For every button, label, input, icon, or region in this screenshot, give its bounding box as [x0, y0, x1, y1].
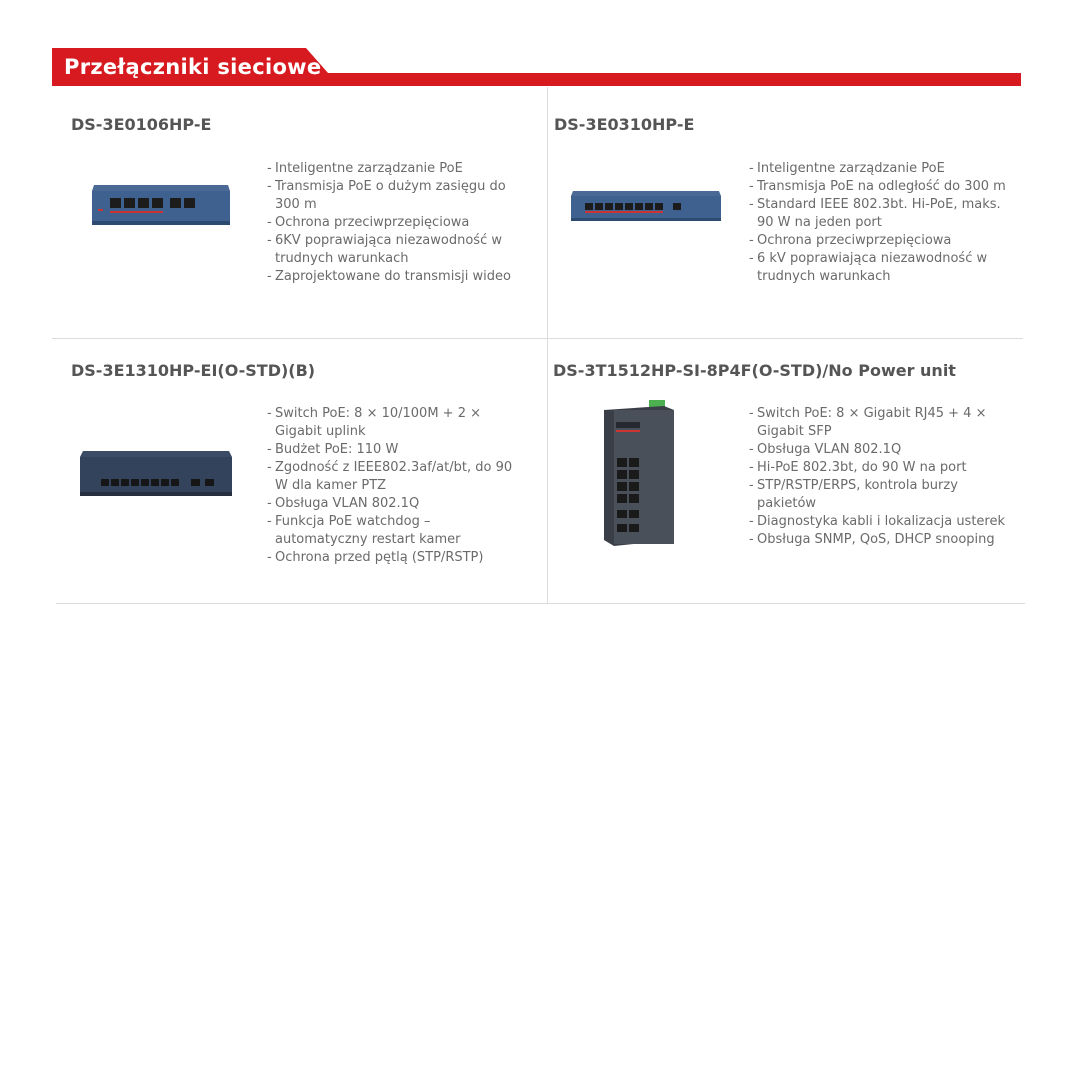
feature-item: Ochrona przeciwprzepięciowa: [267, 214, 522, 232]
feature-item: Zgodność z IEEE802.3af/at/bt, do 90 W dl…: [267, 459, 522, 495]
feature-item: 6KV poprawiająca niezawodność w trudnych…: [267, 232, 522, 268]
feature-item: Transmisja PoE na odległość do 300 m: [749, 178, 1014, 196]
feature-item: Switch PoE: 8 × 10/100M + 2 × Gigabit up…: [267, 405, 522, 441]
section-title: Przełączniki sieciowe: [64, 55, 322, 79]
grid-divider-horizontal: [52, 338, 1023, 339]
network-switch-6port-icon: [90, 183, 232, 234]
network-switch-10port-icon: [569, 189, 723, 230]
feature-item: Funkcja PoE watchdog – automatyczny rest…: [267, 513, 522, 549]
feature-item: Obsługa VLAN 802.1Q: [749, 441, 1014, 459]
industrial-din-rail-switch-icon: [602, 400, 676, 551]
feature-list: Inteligentne zarządzanie PoE Transmisja …: [267, 160, 522, 286]
grid-divider-vertical: [547, 87, 548, 604]
product-model: DS-3E0310HP-E: [554, 115, 695, 134]
feature-item: Zaprojektowane do transmisji wideo: [267, 268, 522, 286]
feature-item: Hi-PoE 802.3bt, do 90 W na port: [749, 459, 1014, 477]
feature-item: Standard IEEE 802.3bt. Hi-PoE, maks. 90 …: [749, 196, 1014, 232]
feature-list: Switch PoE: 8 × Gigabit RJ45 + 4 × Gigab…: [749, 405, 1014, 549]
feature-list: Inteligentne zarządzanie PoE Transmisja …: [749, 160, 1014, 286]
product-model: DS-3T1512HP-SI-8P4F(O-STD)/No Power unit: [553, 361, 956, 380]
feature-item: Diagnostyka kabli i lokalizacja usterek: [749, 513, 1014, 531]
feature-item: Transmisja PoE o dużym zasięgu do 300 m: [267, 178, 522, 214]
product-model: DS-3E1310HP-EI(O-STD)(B): [71, 361, 316, 380]
product-model: DS-3E0106HP-E: [71, 115, 212, 134]
feature-item: Inteligentne zarządzanie PoE: [749, 160, 1014, 178]
grid-divider-bottom: [56, 603, 1025, 604]
feature-item: Ochrona przed pętlą (STP/RSTP): [267, 549, 522, 567]
feature-item: Ochrona przeciwprzepięciowa: [749, 232, 1014, 250]
feature-item: Switch PoE: 8 × Gigabit RJ45 + 4 × Gigab…: [749, 405, 1014, 441]
header-banner-shape: [52, 48, 1021, 86]
feature-item: STP/RSTP/ERPS, kontrola burzy pakietów: [749, 477, 1014, 513]
feature-list: Switch PoE: 8 × 10/100M + 2 × Gigabit up…: [267, 405, 522, 567]
network-switch-10port-dark-icon: [79, 449, 233, 504]
feature-item: Obsługa SNMP, QoS, DHCP snooping: [749, 531, 1014, 549]
feature-item: Inteligentne zarządzanie PoE: [267, 160, 522, 178]
feature-item: Obsługa VLAN 802.1Q: [267, 495, 522, 513]
feature-item: 6 kV poprawiająca niezawodność w trudnyc…: [749, 250, 1014, 286]
feature-item: Budżet PoE: 110 W: [267, 441, 522, 459]
section-header: Przełączniki sieciowe: [52, 48, 1021, 87]
